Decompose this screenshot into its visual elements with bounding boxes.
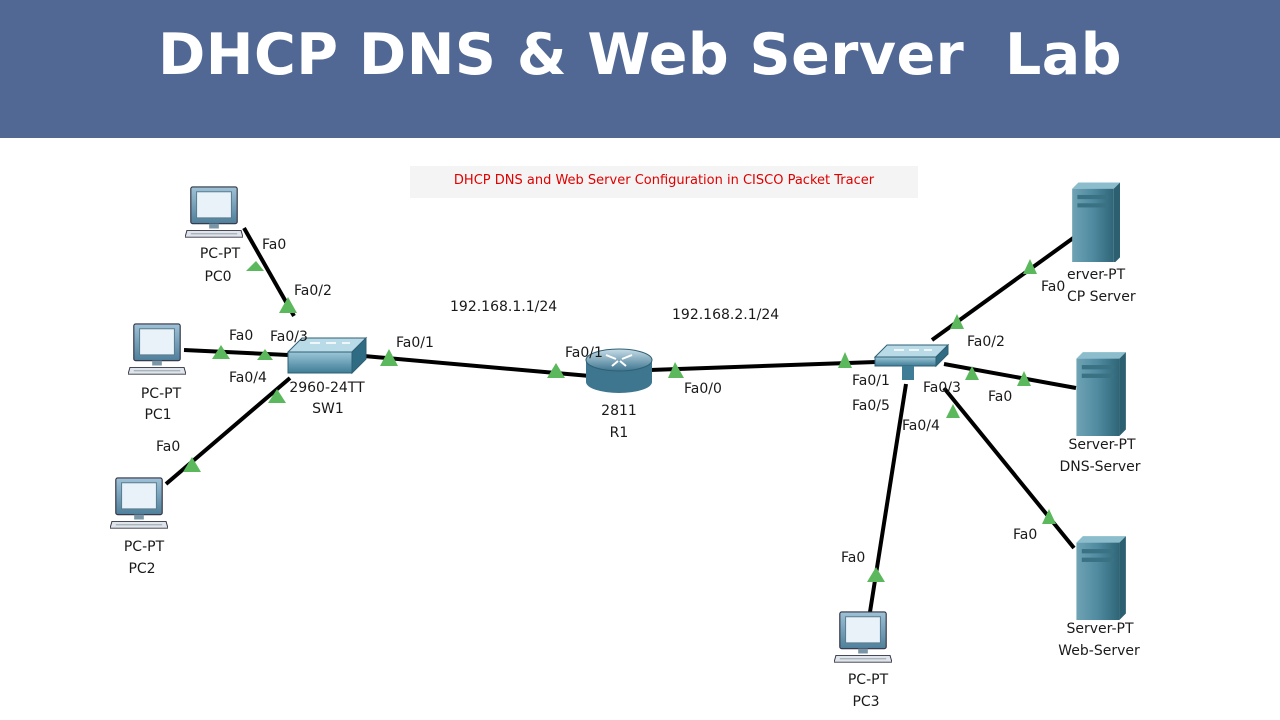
- port-indicator: [668, 362, 684, 378]
- dns-server[interactable]: Server-PT DNS-Server: [1059, 352, 1141, 475]
- pc2[interactable]: PC-PT PC2: [110, 477, 168, 577]
- device-name: PC1: [144, 407, 171, 423]
- port-label: Fa0: [988, 389, 1012, 405]
- device-name: DNS-Server: [1059, 459, 1140, 475]
- router-r1[interactable]: 2811 R1: [585, 348, 653, 441]
- port-indicator: [1017, 371, 1031, 386]
- device-model: erver-PT: [1067, 267, 1126, 283]
- port-indicator: [1023, 259, 1037, 274]
- port-label: Fa0/3: [270, 329, 308, 345]
- port-label: Fa0/4: [902, 418, 940, 434]
- device-name: SW1: [312, 401, 344, 417]
- port-label: Fa0: [1013, 527, 1037, 543]
- port-label: Fa0/3: [923, 380, 961, 396]
- switch-sw1[interactable]: 2960-24TT SW1: [286, 336, 368, 417]
- router-icon: [585, 348, 653, 393]
- pc-icon: [128, 323, 186, 375]
- port-indicator: [380, 349, 398, 366]
- page-title: DHCP DNS & Web Server Lab: [157, 22, 1123, 88]
- port-label: Fa0: [156, 439, 180, 455]
- link-pc1-sw1: [183, 348, 289, 357]
- port-label: Fa0/2: [967, 334, 1005, 350]
- device-model: Server-PT: [1068, 437, 1136, 453]
- port-label: Fa0/1: [565, 345, 603, 361]
- link-sw2-dns: [943, 362, 1077, 390]
- network-label-left: 192.168.1.1/24: [450, 299, 557, 315]
- port-label: Fa0: [841, 550, 865, 566]
- switch-icon: [873, 343, 950, 380]
- device-model: PC-PT: [200, 246, 241, 262]
- device-model: 2960-24TT: [289, 380, 365, 396]
- device-model: PC-PT: [124, 539, 165, 555]
- device-name: Web-Server: [1058, 643, 1140, 659]
- port-indicator: [212, 345, 230, 359]
- port-indicator: [268, 389, 286, 403]
- server-icon: [1072, 182, 1120, 264]
- port-indicator: [950, 314, 964, 329]
- port-label: Fa0/5: [852, 398, 890, 414]
- pc1[interactable]: PC-PT PC1: [128, 323, 186, 423]
- link-r1-sw2: [649, 360, 877, 372]
- port-label: Fa0/1: [852, 373, 890, 389]
- port-indicator: [1042, 509, 1056, 524]
- server-icon: [1076, 352, 1126, 436]
- port-labels: Fa0 Fa0/2 Fa0 Fa0/3 Fa0/4 Fa0 Fa0/1 Fa0/…: [156, 237, 1065, 566]
- port-indicator: [246, 261, 264, 271]
- device-model: PC-PT: [848, 672, 889, 688]
- port-label: Fa0/2: [294, 283, 332, 299]
- port-indicator: [547, 363, 565, 378]
- device-name: R1: [610, 425, 629, 441]
- port-label: Fa0/4: [229, 370, 267, 386]
- title-banner: DHCP DNS & Web Server Lab: [0, 0, 1280, 138]
- port-indicators: [183, 259, 1056, 582]
- port-indicator: [965, 366, 979, 380]
- port-indicator: [257, 349, 273, 360]
- switch-icon: [286, 336, 368, 375]
- port-indicator: [183, 457, 201, 472]
- device-model: 2811: [601, 403, 637, 419]
- device-name: PC2: [128, 561, 155, 577]
- port-label: Fa0/1: [396, 335, 434, 351]
- port-label: Fa0: [262, 237, 286, 253]
- diagram-subtitle: DHCP DNS and Web Server Configuration in…: [453, 173, 875, 188]
- port-indicator: [946, 404, 960, 418]
- pc-icon: [834, 611, 892, 663]
- port-indicator: [279, 297, 297, 313]
- port-indicator: [867, 567, 885, 582]
- label-background: [1064, 262, 1154, 306]
- device-model: Server-PT: [1066, 621, 1134, 637]
- device-name: PC3: [852, 694, 879, 710]
- port-label: Fa0: [1041, 279, 1065, 295]
- device-name: CP Server: [1067, 289, 1136, 305]
- port-indicator: [838, 352, 852, 368]
- switch-sw2[interactable]: [873, 343, 950, 380]
- dhcp-server[interactable]: erver-PT CP Server: [1064, 182, 1154, 306]
- web-server[interactable]: Server-PT Web-Server: [1058, 536, 1140, 659]
- device-model: PC-PT: [141, 386, 182, 402]
- port-label: Fa0/0: [684, 381, 722, 397]
- network-label-right: 192.168.2.1/24: [672, 307, 779, 323]
- link-pc2-sw1: [164, 376, 292, 486]
- device-name: PC0: [204, 269, 231, 285]
- port-label: Fa0: [229, 328, 253, 344]
- pc-icon: [185, 186, 243, 238]
- pc3[interactable]: PC-PT PC3: [834, 611, 892, 710]
- pc0[interactable]: PC-PT PC0: [185, 186, 243, 285]
- server-icon: [1076, 536, 1126, 620]
- subtitle-background: [410, 166, 918, 198]
- pc-icon: [110, 477, 168, 529]
